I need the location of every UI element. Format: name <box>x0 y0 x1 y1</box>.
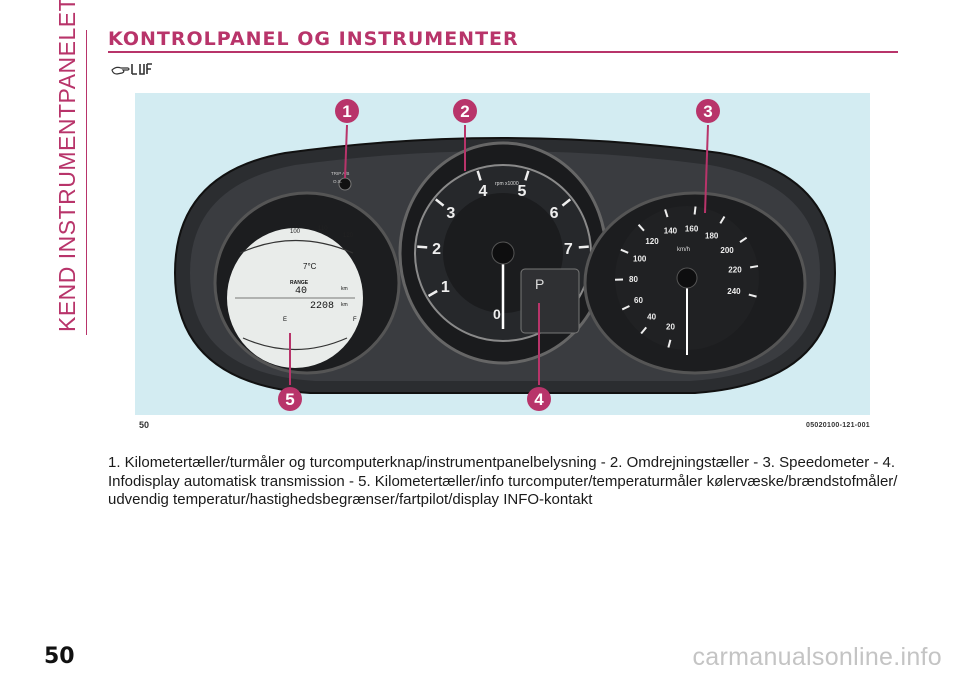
fuel-empty: E <box>283 317 287 323</box>
speed-tick <box>749 265 759 269</box>
callout-badge <box>335 99 359 123</box>
speed-label: 160 <box>685 224 699 233</box>
callout-badge <box>453 99 477 123</box>
rev-label: 1 <box>441 279 450 296</box>
speed-label: 40 <box>647 313 656 322</box>
callout-number: 3 <box>703 102 712 121</box>
rev-tick <box>427 289 438 298</box>
rev-label: 4 <box>479 183 488 200</box>
callout-number: 4 <box>534 390 544 409</box>
page-title: KONTROLPANEL OG INSTRUMENTER <box>108 28 519 50</box>
callout-badge <box>696 99 720 123</box>
callout-badge <box>527 387 551 411</box>
range-unit: km <box>341 286 348 292</box>
gear-indicator: P <box>535 276 544 292</box>
rev-tick <box>417 245 428 249</box>
callout-leaders <box>289 124 709 385</box>
trip-label: TRIP A/B <box>331 171 349 176</box>
hand-pointer-icon <box>111 63 152 75</box>
speed-label: 240 <box>727 287 741 296</box>
speed-label: 100 <box>633 254 647 263</box>
speed-label: 200 <box>720 246 734 255</box>
tachometer: 12345678 rpm x1000 0 P <box>398 141 608 365</box>
rev-tick <box>561 198 572 207</box>
page-number: 50 <box>44 644 75 669</box>
rev-tick <box>524 170 530 181</box>
side-tab-label: KEND INSTRUMENTPANELET <box>54 0 80 332</box>
figure-caption: 1. Kilometertæller/turmåler og turcomput… <box>108 454 898 508</box>
range-label: RANGE <box>290 280 309 286</box>
speed-label: 120 <box>645 237 659 246</box>
range-value: 40 <box>295 286 307 297</box>
rev-tick <box>578 245 589 249</box>
callout-number: 2 <box>460 102 469 121</box>
rev-tick <box>476 170 482 181</box>
odometer-unit: km <box>341 302 348 308</box>
info-display-gauge: 100 110 120 7°C RANGE 40 km 2208 km E F … <box>213 171 401 375</box>
speed-label: 180 <box>705 231 719 240</box>
speed-label: 20 <box>666 322 675 331</box>
rev-unit: rpm x1000 <box>495 181 519 187</box>
speed-tick <box>621 305 630 311</box>
speed-tick <box>664 209 669 218</box>
callout-number: 1 <box>342 102 351 121</box>
callout-badge <box>278 387 302 411</box>
speed-label: 140 <box>664 226 678 235</box>
speed-tick <box>693 206 697 215</box>
speed-tick <box>637 224 645 232</box>
speed-tick <box>739 236 748 243</box>
speed-tick <box>719 216 726 224</box>
rev-label: 5 <box>517 183 526 200</box>
speed-label: 220 <box>728 266 742 275</box>
instrument-cluster-figure: 100 110 120 7°C RANGE 40 km 2208 km E F … <box>135 93 870 415</box>
temp-tick-3: 120 <box>343 233 354 239</box>
speed-unit: km/h <box>677 247 690 253</box>
trip-sublabel: O.S. <box>333 179 342 184</box>
figure-code: 05020100-121-001 <box>806 422 870 429</box>
rev-tick <box>434 198 445 207</box>
speed-tick <box>748 293 757 298</box>
rev-label: 6 <box>550 205 559 222</box>
side-tab <box>56 30 87 335</box>
figure-number: 50 <box>139 420 150 430</box>
temp-tick-1: 100 <box>290 229 301 235</box>
temp-tick-2: 110 <box>318 226 328 232</box>
speed-tick <box>640 326 648 335</box>
rev-label: 2 <box>432 241 441 258</box>
callout-number: 5 <box>285 390 294 409</box>
fuel-full: F <box>353 317 357 323</box>
rev-zero: 0 <box>493 306 501 322</box>
speed-label: 80 <box>629 275 638 284</box>
speed-label: 60 <box>634 296 643 305</box>
instrument-cluster-drawing: 100 110 120 7°C RANGE 40 km 2208 km E F … <box>173 99 837 411</box>
speed-tick <box>667 339 672 348</box>
watermark: carmanualsonline.info <box>692 643 942 671</box>
rev-label: 3 <box>446 205 455 222</box>
speed-tick <box>620 248 629 254</box>
title-rule <box>108 51 898 53</box>
rev-label: 7 <box>564 241 573 258</box>
outside-temp: 7°C <box>303 262 317 271</box>
odometer-value: 2208 <box>310 301 334 312</box>
